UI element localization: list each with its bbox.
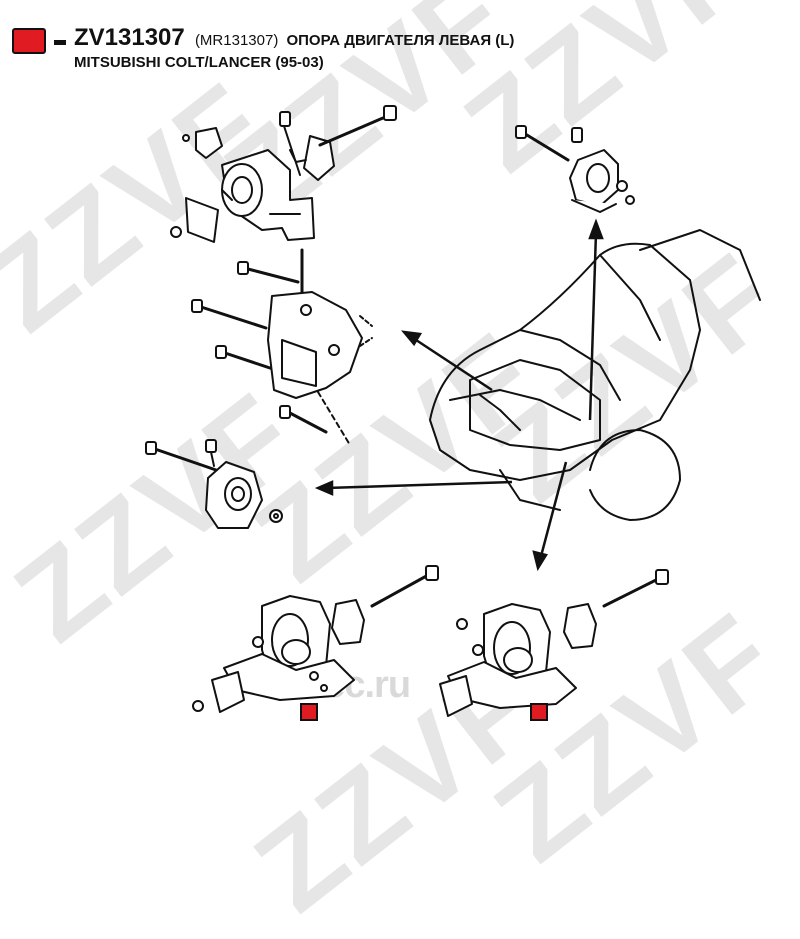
dash-icon	[54, 40, 66, 45]
oem-code: (MR131307)	[194, 32, 279, 49]
part-description: ОПОРА ДВИГАТЕЛЯ ЛЕВАЯ (L)	[286, 32, 515, 49]
right-upper-mount-part	[515, 125, 635, 213]
bottom-left-assembly	[192, 565, 439, 713]
arrow-to-left-mount	[325, 480, 513, 490]
part-code: ZV131307	[74, 24, 185, 51]
arrow-to-upper-bracket	[409, 334, 493, 392]
highlight-marker-right	[530, 703, 548, 721]
bottom-right-assembly	[439, 569, 669, 717]
vehicle-application: MITSUBISHI COLT/LANCER (95-03)	[74, 54, 324, 71]
mid-bracket-assembly	[191, 248, 373, 446]
highlight-marker-left	[300, 703, 318, 721]
arrow-to-right-mount	[588, 231, 598, 421]
engine-mount-diagram	[145, 105, 761, 717]
left-mount-part	[145, 439, 283, 529]
red-marker-icon	[12, 28, 46, 54]
arrow-to-bottom-assembly	[538, 461, 568, 561]
title-line: ZV131307 (MR131307) ОПОРА ДВИГАТЕЛЯ ЛЕВА…	[74, 24, 514, 52]
upper-mount-assembly	[170, 105, 397, 243]
